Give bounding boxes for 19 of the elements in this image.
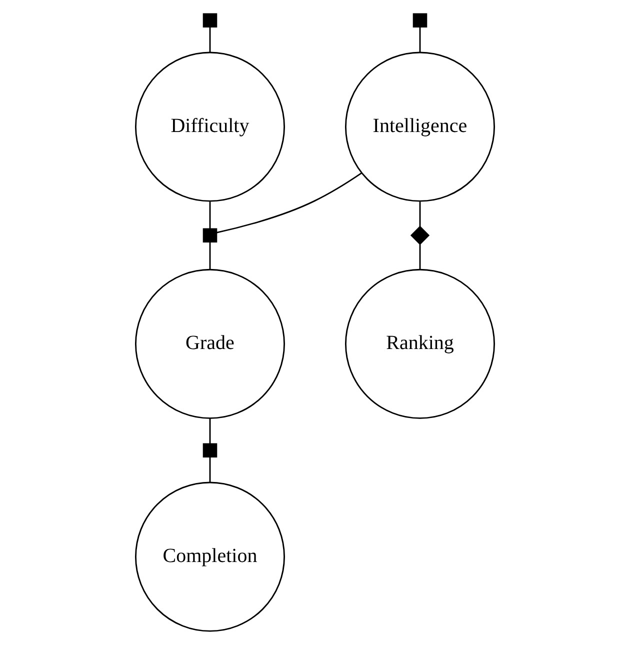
- connector: [419, 244, 421, 270]
- connector: [419, 27, 421, 52]
- node-circle: Ranking: [345, 268, 495, 419]
- connector: [216, 172, 362, 234]
- connector: [419, 202, 421, 227]
- connector: [209, 457, 211, 482]
- connector: [209, 242, 211, 270]
- node-circle: Completion: [135, 482, 285, 632]
- connector: [209, 27, 211, 52]
- node-box: [202, 13, 218, 28]
- connector: [209, 418, 211, 444]
- node-circle: Intelligence: [345, 52, 495, 202]
- node-diamond: [410, 226, 430, 245]
- node-box: [202, 443, 218, 458]
- connector: [209, 202, 211, 229]
- node-circle: Grade: [135, 268, 285, 419]
- node-circle: Difficulty: [135, 52, 285, 202]
- node-box: [412, 13, 428, 28]
- node-box: [202, 228, 218, 242]
